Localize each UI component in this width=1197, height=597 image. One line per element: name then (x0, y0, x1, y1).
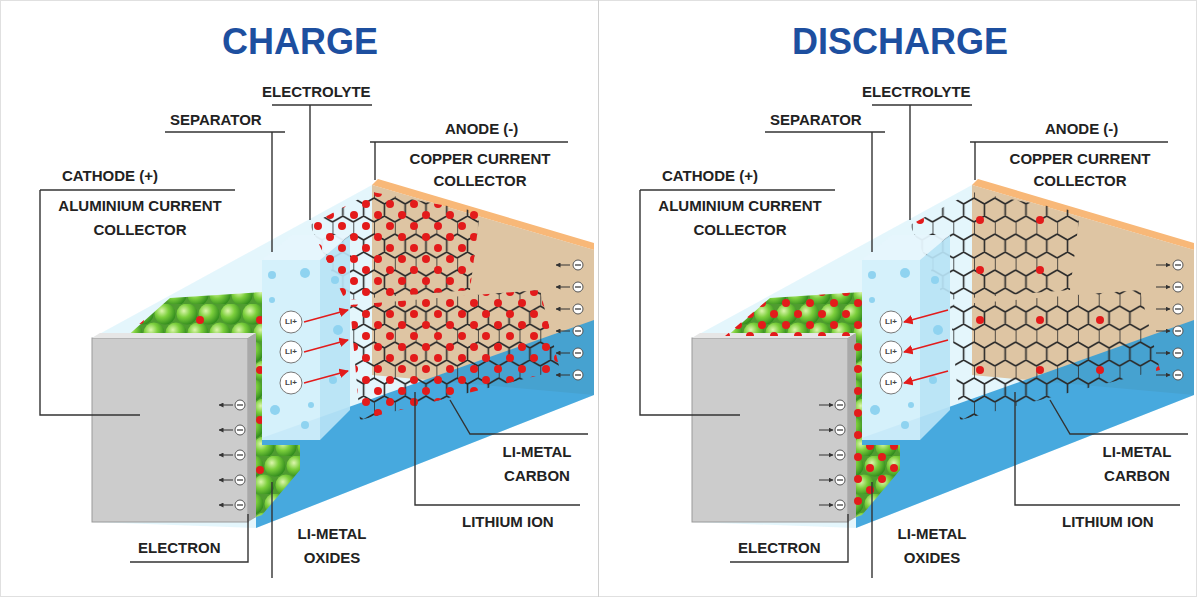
part-label: ELECTRON (738, 538, 848, 558)
lithium-dots (725, 292, 900, 515)
part-label: ELECTROLYTE (862, 82, 982, 102)
lithium-dots (310, 192, 480, 300)
part-label: COPPER CURRENT COLLECTOR (405, 148, 555, 192)
electron-arrow (556, 309, 570, 310)
electron-arrow (1156, 309, 1170, 310)
part-label: LITHIUM ION (462, 512, 582, 532)
electron-arrow (556, 265, 570, 266)
part-label: LITHIUM ION (1062, 512, 1182, 532)
part-label: ANODE (-) (445, 119, 565, 139)
panel-divider (598, 0, 599, 597)
part-label: ELECTRON (138, 538, 248, 558)
part-label: SEPARATOR (170, 110, 280, 130)
electron-arrow (1156, 331, 1170, 332)
lithium-dots (125, 292, 300, 515)
electron-arrow (219, 480, 233, 481)
electron-arrow (1156, 287, 1170, 288)
electron-arrow (219, 405, 233, 406)
ion-symbol: Li+ (880, 376, 902, 390)
part-label: SEPARATOR (770, 110, 880, 130)
charge-state (125, 192, 570, 515)
part-label: COPPER CURRENT COLLECTOR (1005, 148, 1155, 192)
lithium-dots (910, 192, 1080, 300)
electron-arrow (819, 405, 833, 406)
part-label: CATHODE (+) (662, 166, 802, 186)
electron-arrow (1156, 353, 1170, 354)
part-label: ALUMINIUM CURRENT COLLECTOR (645, 194, 835, 242)
ion-arrow (904, 340, 948, 352)
charge-leaders (40, 105, 588, 578)
electron-arrow (819, 505, 833, 506)
part-label: LI-METAL OXIDES (282, 522, 382, 570)
ion-arrow (904, 371, 948, 383)
ion-arrow (304, 371, 348, 383)
discharge-leaders (640, 105, 1188, 578)
part-label: CATHODE (+) (62, 166, 202, 186)
electron-arrow (819, 480, 833, 481)
part-label: ALUMINIUM CURRENT COLLECTOR (45, 194, 235, 242)
electron-arrow (556, 287, 570, 288)
lithium-dots (950, 290, 1160, 420)
lithium-dots (350, 290, 560, 420)
part-label: ELECTROLYTE (262, 82, 382, 102)
ion-arrow (904, 310, 948, 322)
ion-symbol: Li+ (880, 345, 902, 359)
panel-heading: CHARGE (150, 20, 450, 64)
electron-arrow (556, 375, 570, 376)
electron-arrow (819, 430, 833, 431)
ion-symbol: Li+ (880, 315, 902, 329)
ion-symbol: Li+ (280, 345, 302, 359)
part-label: ANODE (-) (1045, 119, 1165, 139)
part-label: LI-METAL CARBON (1092, 440, 1182, 488)
ion-symbol: Li+ (280, 376, 302, 390)
electron-arrow (1156, 265, 1170, 266)
electron-arrow (556, 353, 570, 354)
discharge-state (725, 192, 1170, 515)
ion-arrow (304, 310, 348, 322)
panel-heading: DISCHARGE (750, 20, 1050, 64)
electron-arrow (219, 455, 233, 456)
electron-arrow (556, 331, 570, 332)
part-label: LI-METAL OXIDES (882, 522, 982, 570)
electron-arrow (219, 505, 233, 506)
electron-arrow (219, 430, 233, 431)
electron-arrow (1156, 375, 1170, 376)
electron-arrow (819, 455, 833, 456)
ion-arrow (304, 340, 348, 352)
ion-symbol: Li+ (280, 315, 302, 329)
part-label: LI-METAL CARBON (492, 440, 582, 488)
